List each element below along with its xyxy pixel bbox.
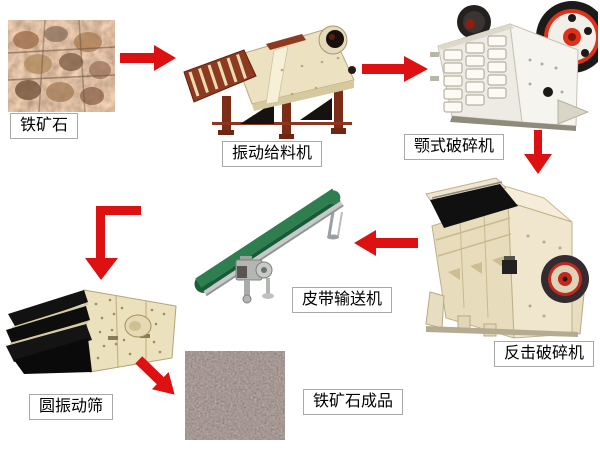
vibrating-screen-label: 圆振动筛 — [29, 394, 114, 420]
flow-arrow-conveyor-to-screen — [85, 206, 141, 280]
iron-ore-label: 铁矿石 — [10, 113, 79, 139]
impact-crusher-image — [418, 176, 594, 342]
jaw-crusher-image — [430, 0, 598, 134]
feeder-grizzly-deck — [183, 49, 257, 103]
belt-conveyor-image — [192, 186, 354, 314]
ore-rocks — [8, 20, 115, 112]
vibrating-screen-image — [4, 284, 180, 380]
vibrating-feeder-label: 振动给料机 — [222, 141, 323, 167]
jaw-back-wheel — [457, 5, 491, 39]
iron-ore-product-photo — [185, 351, 285, 440]
jaw-flywheel — [536, 1, 598, 73]
conveyor-gearmotor — [235, 256, 274, 304]
jaw-cell-grid — [443, 35, 507, 113]
impact-body — [431, 183, 587, 339]
flow-arrow-feeder-to-jaw — [362, 56, 428, 82]
screen-shaft-hub — [124, 314, 152, 338]
screen-decks — [6, 290, 92, 374]
flow-arrow-ore-to-feeder — [120, 45, 176, 71]
iron-ore-photo — [8, 20, 115, 112]
iron-ore-product-label: 铁矿石成品 — [303, 389, 404, 415]
jaw-crusher-label: 颚式破碎机 — [404, 134, 505, 160]
vibrating-feeder-image — [182, 10, 360, 140]
impact-hopper — [425, 177, 518, 228]
feeder-vibrator-motor — [318, 25, 356, 74]
impact-legs — [425, 291, 578, 337]
flow-arrow-screen-to-product — [135, 356, 175, 395]
flow-arrow-jaw-to-impact — [524, 130, 552, 174]
jaw-details — [450, 58, 590, 131]
impact-wheel — [541, 255, 589, 303]
flow-arrow-impact-to-conveyor — [354, 230, 418, 256]
impact-crusher-label: 反击破碎机 — [494, 341, 595, 367]
impact-bearing — [502, 256, 517, 274]
belt-conveyor-label: 皮带输送机 — [292, 287, 393, 313]
conveyor-support-leg — [327, 211, 343, 240]
